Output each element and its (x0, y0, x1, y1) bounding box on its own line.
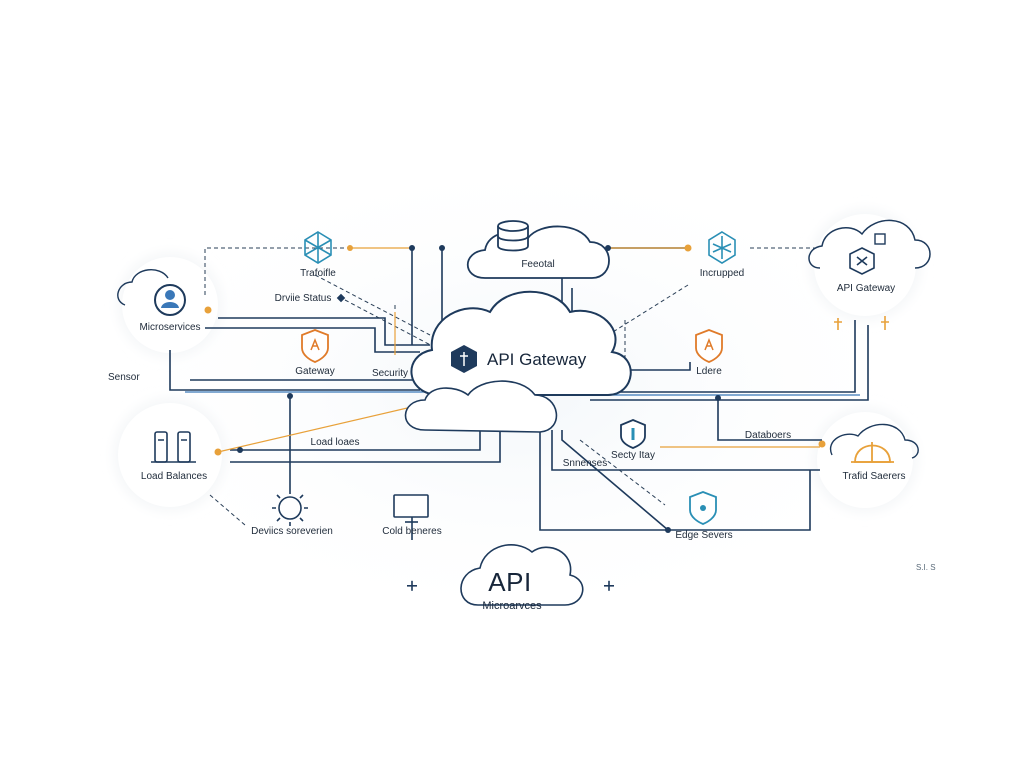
accent-lines (217, 247, 820, 453)
trafid-saerers-label: Trafid Saerers (842, 471, 906, 482)
left-cloud-outline (117, 269, 169, 306)
security-right-label: Secty Itay (611, 450, 655, 461)
device-status-label: Drviie Status (274, 293, 332, 304)
ldere-label: Ldere (696, 366, 722, 377)
user-icon (154, 284, 186, 316)
database-icon (497, 220, 529, 252)
trafoific-label: Trafoifle (300, 268, 336, 279)
gateway-hex-icon (451, 345, 477, 373)
right-bottom-cloud (829, 423, 919, 459)
corner-text: S.I. S (916, 563, 936, 572)
sensor-label: Sensor (108, 372, 140, 383)
security-shield-icon (620, 419, 646, 449)
security-label: Security (371, 368, 409, 379)
snnenses-label: Snnenses (562, 458, 608, 469)
bottom-api-title: API (488, 567, 532, 597)
microservices-label: Microservices (139, 322, 201, 333)
databoers-label: Databoers (744, 430, 792, 441)
load-loaes-label: Load loaes (310, 437, 360, 448)
devices-label: Deviics soreverien (251, 526, 333, 537)
bottom-api-cloud (460, 544, 584, 606)
network-star-icon (708, 231, 736, 264)
gateway-shield-label: Gateway (295, 366, 335, 377)
cold-beneres-label: Cold beneres (382, 526, 442, 537)
orange-arrows (834, 316, 889, 330)
device-gear-icon (272, 490, 308, 526)
right-top-cloud (808, 219, 931, 269)
network-gem-icon (304, 231, 332, 264)
bottom-api-subtitle: Microarvces (482, 600, 542, 612)
api-gateway-right-label: API Gateway (836, 283, 896, 294)
incrupped-label: Incrupped (699, 268, 745, 279)
plus-marks (407, 580, 614, 591)
edge-shield-icon (689, 491, 717, 525)
ldere-shield-icon (695, 329, 723, 363)
gateway-title: API Gateway (487, 350, 587, 369)
helmet-icon (851, 442, 894, 463)
load-balancers-label: Load Balances (140, 471, 208, 482)
edge-servers-label: Edge Severs (675, 530, 733, 541)
monitor-icon (393, 494, 429, 523)
gateway-shield-icon (301, 329, 329, 363)
server-rack-icon (151, 431, 196, 463)
right-gateway-icon (849, 233, 886, 275)
connection-dots (204, 244, 826, 533)
top-node-label: Feeotal (521, 259, 555, 270)
